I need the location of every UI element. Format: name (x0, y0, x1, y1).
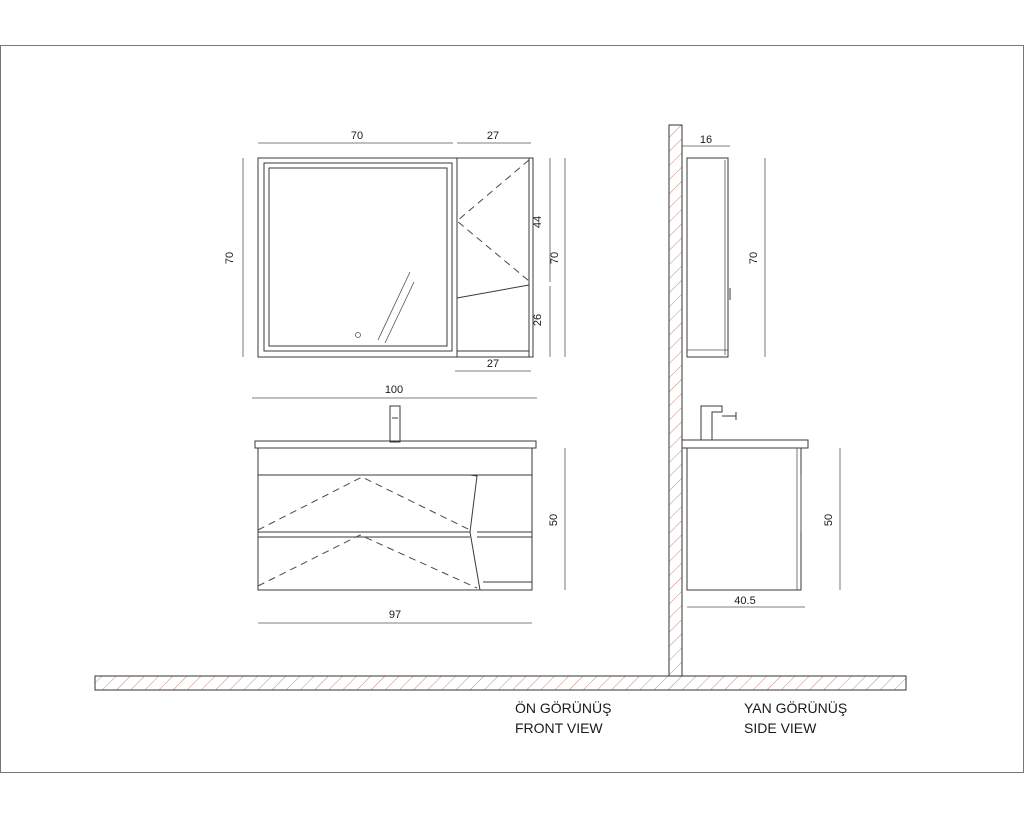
dim-cabinet-total-height: 70 (549, 252, 561, 264)
caption-front-tr: ÖN GÖRÜNÜŞ (515, 699, 611, 716)
dim-side-vanity-depth: 40.5 (734, 595, 755, 607)
wall-hatch (668, 124, 683, 677)
front-vanity (254, 405, 537, 591)
dim-mirror-width: 70 (351, 130, 363, 142)
dim-vanity-height: 50 (548, 514, 560, 526)
dim-mirror-cabinet-width: 27 (487, 130, 499, 142)
drawing-border (0, 45, 1024, 773)
side-mirror-cabinet (686, 157, 731, 358)
dim-side-cabinet-depth: 16 (700, 134, 712, 146)
touch-sensor-icon (355, 332, 361, 338)
dim-mirror-height-left: 70 (224, 252, 236, 264)
caption-front-en: FRONT VIEW (515, 720, 603, 736)
caption-side-tr: YAN GÖRÜNÜŞ (744, 699, 847, 716)
mirror-panel (263, 162, 453, 352)
dim-vanity-body-width: 97 (389, 609, 401, 621)
caption-side-en: SIDE VIEW (744, 720, 817, 736)
dim-cabinet-bottom-width: 27 (487, 358, 499, 370)
dim-cabinet-upper-height: 44 (532, 216, 544, 228)
front-mirror-cabinet (257, 157, 534, 358)
faucet-icon (389, 405, 401, 443)
floor-hatch (94, 675, 907, 691)
dim-vanity-total-width: 100 (385, 384, 403, 396)
dim-cabinet-lower-height: 26 (532, 314, 544, 326)
side-vanity (681, 405, 809, 591)
dim-side-vanity-height: 50 (823, 514, 835, 526)
dim-side-cabinet-height: 70 (748, 252, 760, 264)
faucet-side-icon (700, 405, 723, 440)
